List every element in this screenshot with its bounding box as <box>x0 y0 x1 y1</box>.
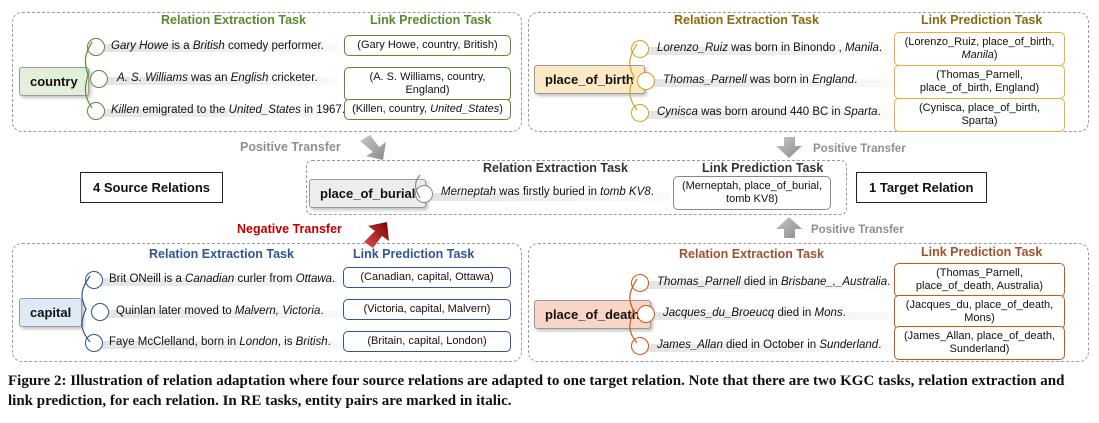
caption-label: Figure 2: <box>8 373 67 389</box>
arrow-top-left <box>360 135 386 160</box>
node-circle <box>91 303 109 321</box>
node-circle <box>637 305 655 323</box>
node-circle <box>637 72 655 90</box>
triple: (Canadian, capital, Ottawa) <box>343 267 511 289</box>
figure-caption: Figure 2: Illustration of relation adapt… <box>8 371 1093 411</box>
triple: (Thomas_Parnell, place_of_birth, England… <box>894 65 1065 100</box>
triple: (Killen, country, United_States) <box>344 99 511 121</box>
sentence-bar <box>639 47 894 55</box>
sentence-bar <box>98 44 338 52</box>
sentence: Killen emigrated to the United_States in… <box>111 104 346 116</box>
sentence: Brit ONeill is a Canadian curler from Ot… <box>109 273 336 285</box>
node-circle <box>85 271 103 289</box>
sentence-bar <box>99 310 353 318</box>
arrow-top-right <box>776 137 802 158</box>
triple: (Victoria, capital, Malvern) <box>343 299 511 321</box>
arrow-bottom-left <box>364 222 389 248</box>
connector-death <box>629 278 638 344</box>
connector-capital <box>81 275 91 343</box>
sentence-bar <box>644 312 894 320</box>
relation-label: country <box>19 67 89 96</box>
panel-place-of-birth: Relation Extraction Task Link Prediction… <box>528 12 1089 133</box>
panel-place-of-death: Relation Extraction Task Link Prediction… <box>528 243 1089 362</box>
sentence: Quinlan later moved to Malvern, Victoria… <box>116 305 324 317</box>
sentence: Thomas_Parnell died in Brisbane_,_Austra… <box>657 276 891 288</box>
sentence: Merneptah was firstly buried in tomb KV8… <box>441 186 654 198</box>
target-relation-label: 1 Target Relation <box>856 172 987 203</box>
sentence: Lorenzo_Ruiz was born in Binondo , Manil… <box>657 42 883 54</box>
panel-country: Relation Extraction Task Link Prediction… <box>12 12 522 132</box>
sentence: A. S. Williams was an English cricketer. <box>117 72 318 84</box>
node-circle <box>631 274 649 292</box>
sentence: Gary Howe is a British comedy performer. <box>111 40 324 52</box>
arrow-bottom-right <box>776 217 802 238</box>
sentence-bar <box>639 111 894 119</box>
relation-label: place_of_burial <box>309 179 427 208</box>
node-circle <box>631 40 649 58</box>
sentence-bar <box>420 193 670 201</box>
triple: (Cynisca, place_of_birth, Sparta) <box>894 98 1065 133</box>
sentence-bar <box>98 109 338 117</box>
lp-header: Link Prediction Task <box>921 245 1043 259</box>
sentence: Thomas_Parnell was born in England. <box>663 74 858 86</box>
triple: (Britain, capital, London) <box>343 331 511 353</box>
lp-header: Link Prediction Task <box>370 13 492 27</box>
connector-country <box>84 41 93 109</box>
transfer-bottom-left: Negative Transfer <box>237 222 342 236</box>
triple: (James_Allan, place_of_death, Sunderland… <box>894 326 1065 361</box>
panel-place-of-burial: Relation Extraction Task Link Prediction… <box>306 160 847 215</box>
sentence: Cynisca was born around 440 BC in Sparta… <box>657 106 881 118</box>
panel-capital: Relation Extraction Task Link Prediction… <box>12 243 522 362</box>
sentence-bar <box>644 79 894 87</box>
sentence: James_Allan died in October in Sunderlan… <box>657 339 882 351</box>
caption-text: Illustration of relation adaptation wher… <box>8 373 1065 409</box>
lp-header: Link Prediction Task <box>921 13 1043 27</box>
sentence-bar <box>93 341 353 349</box>
relation-label: capital <box>19 298 83 327</box>
node-circle <box>90 70 108 88</box>
lp-header: Link Prediction Task <box>702 161 824 175</box>
re-header: Relation Extraction Task <box>674 13 819 27</box>
triple: (Thomas_Parnell, place_of_death, Austral… <box>894 263 1065 298</box>
sentence: Faye McClelland, born in London, is Brit… <box>109 336 331 348</box>
sentence-bar <box>98 77 338 85</box>
re-header: Relation Extraction Task <box>679 247 824 261</box>
re-header: Relation Extraction Task <box>483 161 628 175</box>
re-header: Relation Extraction Task <box>149 247 294 261</box>
triple: (Gary Howe, country, British) <box>344 35 511 57</box>
transfer-bottom-right: Positive Transfer <box>811 224 904 236</box>
connector-birth <box>629 43 638 111</box>
triple: (Jacques_du, place_of_death, Mons) <box>894 295 1065 330</box>
node-circle <box>85 334 103 352</box>
relation-label: place_of_birth <box>534 65 645 94</box>
triple: (Lorenzo_Ruiz, place_of_birth, Manila) <box>894 32 1065 67</box>
lp-header: Link Prediction Task <box>353 247 475 261</box>
triple: (Merneptah, place_of_burial, tomb KV8) <box>673 176 831 211</box>
sentence: Jacques_du_Broeucq died in Mons. <box>663 307 846 319</box>
sentence-bar <box>639 281 894 289</box>
connector-burial <box>414 174 421 199</box>
source-relations-label: 4 Source Relations <box>80 172 224 203</box>
sentence-bar <box>639 344 894 352</box>
node-circle <box>415 185 433 203</box>
re-header: Relation Extraction Task <box>161 13 306 27</box>
sentence-bar <box>93 278 353 286</box>
transfer-top-right: Positive Transfer <box>813 143 906 155</box>
transfer-top-left: Positive Transfer <box>240 140 341 154</box>
